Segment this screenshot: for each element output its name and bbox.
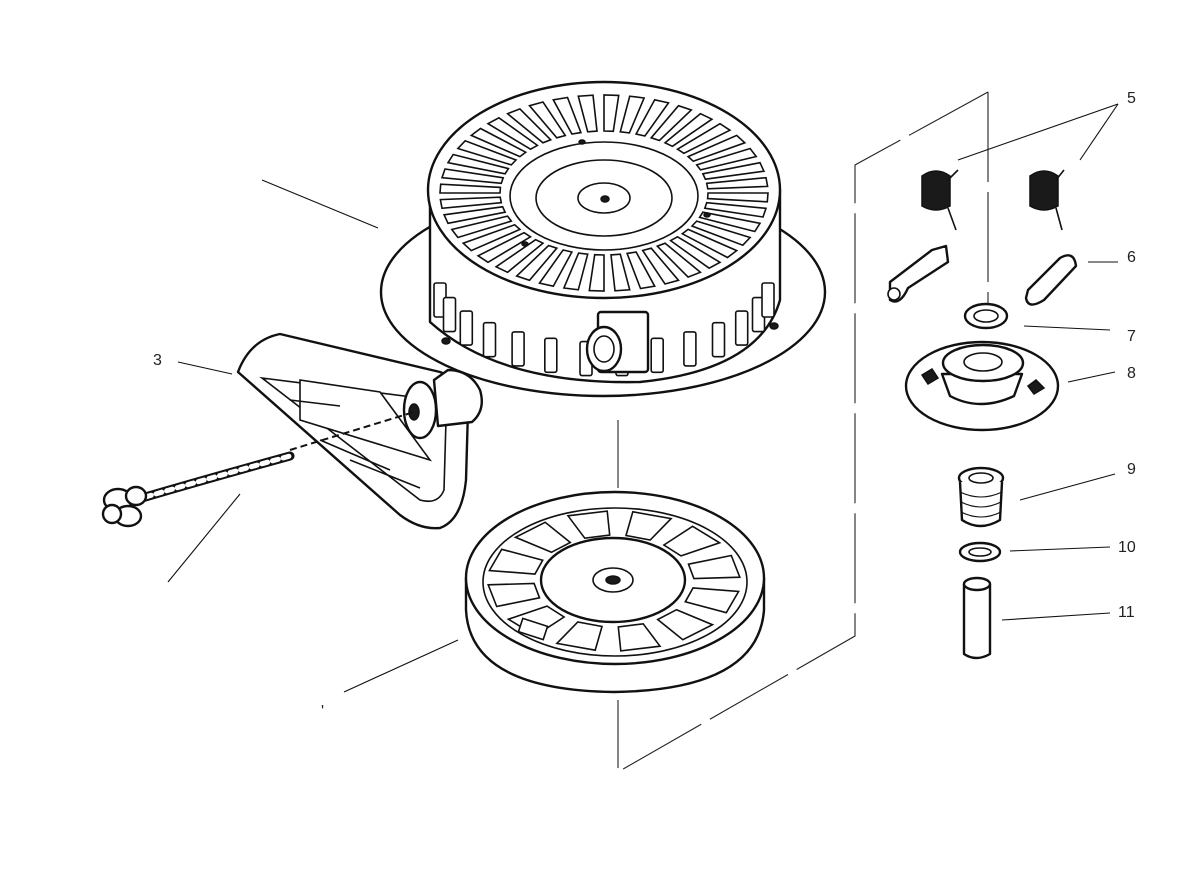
callout-labels: 3 5 6 7 8 9 10 11 ' xyxy=(153,90,1136,720)
vent-slot xyxy=(690,220,752,247)
vent-slot xyxy=(701,161,766,181)
leader-lines xyxy=(167,103,1119,693)
vent-slot xyxy=(450,215,513,239)
vent-slot xyxy=(476,231,533,264)
pawl-spring-right xyxy=(1029,169,1065,231)
callout-5: 5 xyxy=(1127,90,1136,107)
callout-10: 10 xyxy=(1118,539,1136,556)
housing-side-slots xyxy=(433,282,775,377)
callout-6: 6 xyxy=(1127,249,1136,266)
callout-11: 11 xyxy=(1118,604,1135,621)
vent-slot xyxy=(461,223,522,252)
pulley-spoke xyxy=(487,582,541,608)
vent-slot xyxy=(486,116,539,151)
pulley-spoke xyxy=(488,548,544,575)
side-slot xyxy=(734,310,749,346)
vent-slot xyxy=(506,107,553,144)
side-slot xyxy=(650,337,665,374)
vent-slot xyxy=(442,205,507,225)
vent-slot xyxy=(439,196,503,210)
vent-slot xyxy=(619,95,646,134)
pawl-retainer xyxy=(904,340,1060,432)
vent-slot xyxy=(552,96,583,135)
vent-slot xyxy=(634,98,670,137)
pawl-spring-left xyxy=(921,169,959,231)
vent-slot xyxy=(562,252,589,291)
side-slot xyxy=(711,321,726,358)
vent-slot xyxy=(649,104,693,142)
starter-housing xyxy=(379,80,827,398)
side-slot xyxy=(761,282,775,318)
vent-slot xyxy=(610,253,631,292)
side-slot xyxy=(482,321,497,358)
vent-slot xyxy=(680,228,739,259)
vent-slot xyxy=(663,112,714,148)
tick-mark: ' xyxy=(321,703,324,720)
starter-rope xyxy=(101,411,415,528)
pulley-spoke xyxy=(687,554,741,580)
vent-slot xyxy=(515,244,559,282)
vent-slot xyxy=(625,251,656,290)
vent-slot xyxy=(440,168,505,185)
callout-8: 8 xyxy=(1127,365,1136,382)
vent-slot xyxy=(703,201,768,218)
pawl-left xyxy=(887,244,950,303)
pulley-spoke xyxy=(566,510,611,540)
vent-slot xyxy=(456,139,518,166)
pulley-spoke xyxy=(555,621,604,652)
small-washer xyxy=(958,541,1002,563)
vent-slot xyxy=(655,242,702,279)
vent-slot xyxy=(577,94,598,133)
pulley-spoke xyxy=(513,521,572,554)
callout-9: 9 xyxy=(1127,461,1136,478)
vent-slot xyxy=(538,249,574,288)
vent-slot xyxy=(706,192,769,203)
callout-7: 7 xyxy=(1127,328,1136,345)
pawl-right xyxy=(1024,254,1078,306)
rope-knot xyxy=(101,485,148,528)
vent-slot xyxy=(675,122,732,155)
side-slot xyxy=(683,331,697,367)
vent-slot xyxy=(439,183,502,194)
vent-slot xyxy=(641,247,680,285)
vent-slot xyxy=(695,147,758,171)
side-slot xyxy=(459,310,474,346)
vent-slot xyxy=(469,127,528,158)
vent-slot xyxy=(603,94,620,133)
vent-slot xyxy=(705,176,769,190)
vent-slot xyxy=(669,235,722,270)
center-pin xyxy=(962,576,992,660)
center-spring xyxy=(957,466,1005,528)
vent-slot xyxy=(588,253,605,292)
pulley-spoke xyxy=(656,608,715,641)
callout-3: 3 xyxy=(153,352,162,369)
vent-slot xyxy=(528,101,567,139)
pulley-spoke xyxy=(662,525,722,557)
side-slot xyxy=(543,337,558,374)
vent-slot xyxy=(698,211,762,233)
pulley-spoke xyxy=(624,510,673,541)
side-slot xyxy=(442,296,457,333)
pulley-spoke xyxy=(684,587,740,614)
washer xyxy=(963,302,1009,330)
housing-vent-slots xyxy=(439,94,769,292)
vent-slot xyxy=(686,134,747,163)
vent-slot xyxy=(446,153,510,175)
pull-handle xyxy=(236,332,483,530)
side-slot xyxy=(511,331,525,367)
pulley-spoke xyxy=(617,622,662,652)
vent-slot xyxy=(494,238,545,274)
rope-pulley xyxy=(464,490,766,694)
